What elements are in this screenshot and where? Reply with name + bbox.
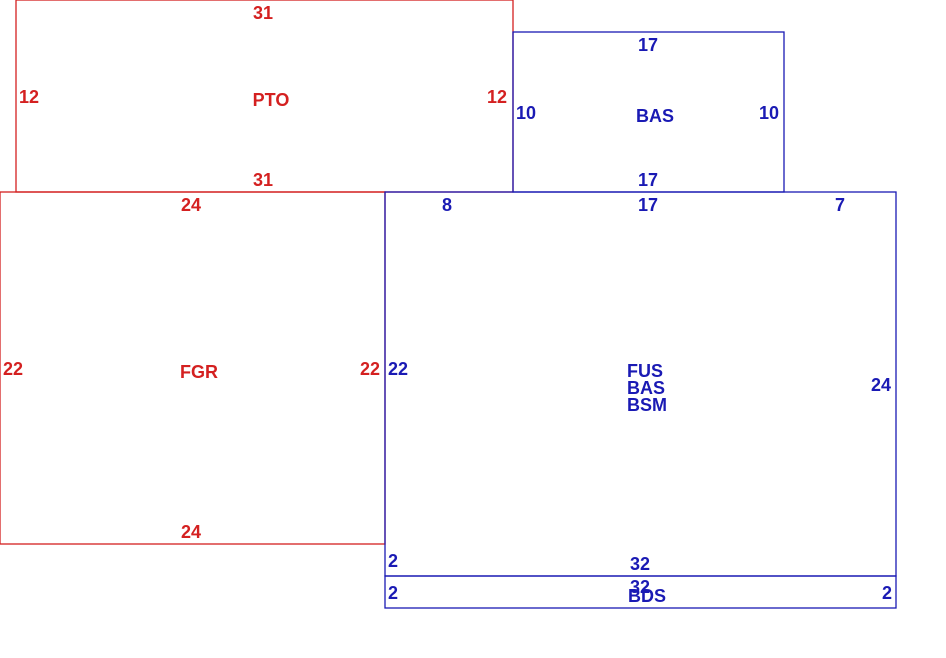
bas-top-left-dimension: 10 — [516, 103, 536, 123]
main-name-1: FUS — [627, 361, 663, 381]
strip-top-dimension: 32 — [630, 577, 650, 597]
bas-top-top-dimension: 17 — [638, 35, 658, 55]
fgr-right-dimension: 22 — [360, 359, 380, 379]
pto-bottom-dimension: 31 — [253, 170, 273, 190]
pto-name: PTO — [253, 90, 290, 110]
bas-top-right-dimension: 10 — [759, 103, 779, 123]
bas-top-name: BAS — [636, 106, 674, 126]
main-top-left-dimension: 8 — [442, 195, 452, 215]
strip-right-dimension: 2 — [882, 583, 892, 603]
bas-top-bottom-dimension: 17 — [638, 170, 658, 190]
strip-area — [384, 575, 897, 609]
pto-right-dimension: 12 — [487, 87, 507, 107]
strip-left-dimension: 2 — [388, 583, 398, 603]
main-bottom-dimension: 32 — [630, 554, 650, 574]
main-top-mid-dimension: 17 — [638, 195, 658, 215]
main-name-2: BAS — [627, 378, 665, 398]
fgr-name: FGR — [180, 362, 218, 382]
strip-name: BDS — [628, 586, 666, 606]
fgr-top-dimension: 24 — [181, 195, 201, 215]
main-name-3: BSM — [627, 395, 667, 415]
fgr-bottom-dimension: 24 — [181, 522, 201, 542]
fgr-left-dimension: 22 — [3, 359, 23, 379]
pto-top-dimension: 31 — [253, 3, 273, 23]
main-bottom-left-dimension: 2 — [388, 551, 398, 571]
pto-left-dimension: 12 — [19, 87, 39, 107]
main-top-right-dimension: 7 — [835, 195, 845, 215]
main-left-dimension: 22 — [388, 359, 408, 379]
main-right-dimension: 24 — [871, 375, 891, 395]
